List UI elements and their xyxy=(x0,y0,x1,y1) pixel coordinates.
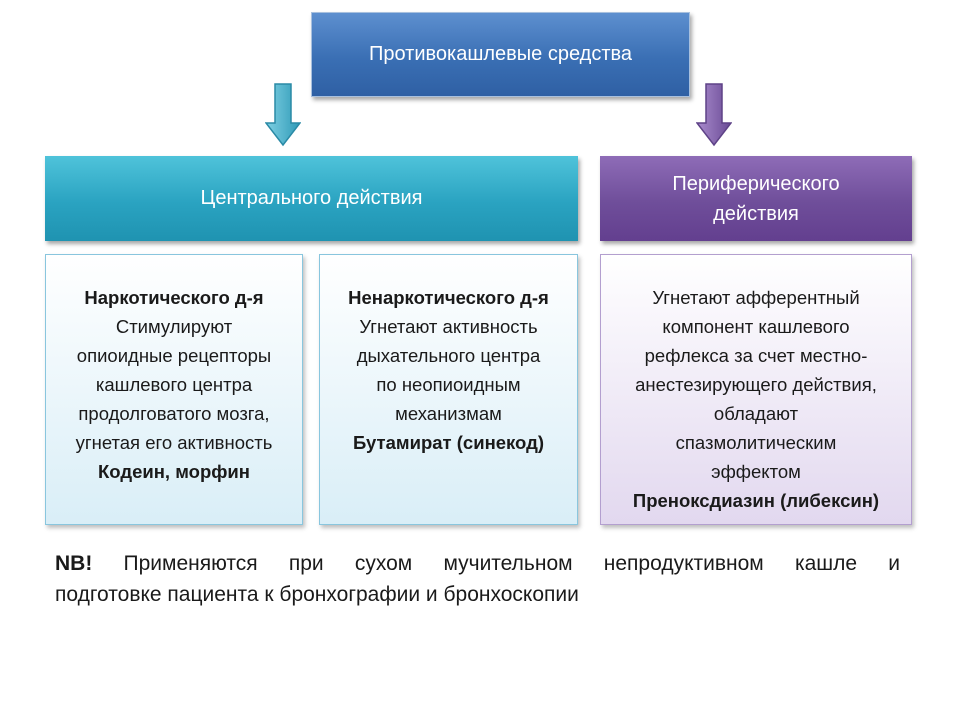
non-narcotic-line: дыхательного центра xyxy=(356,345,541,366)
root-node: Противокашлевые средства xyxy=(311,12,690,97)
non-narcotic-examples: Бутамират (синекод) xyxy=(352,432,545,453)
peripheral-detail-line: компонент кашлевого xyxy=(662,316,850,337)
peripheral-branch-node: Периферического действия xyxy=(600,156,912,241)
peripheral-detail-examples: Преноксдиазин (либексин) xyxy=(632,490,880,511)
narcotic-line: опиоидные рецепторы xyxy=(76,345,272,366)
peripheral-branch-label-line2: действия xyxy=(713,202,799,225)
right-arrow-icon xyxy=(696,83,732,147)
narcotic-examples: Кодеин, морфин xyxy=(98,461,250,482)
narcotic-title: Наркотического д-я xyxy=(84,287,264,308)
peripheral-detail-line: обладают xyxy=(713,403,799,424)
nb-note-line1: NB! Применяются при сухом мучительном не… xyxy=(55,548,900,579)
nb-word: Применяются xyxy=(123,552,258,575)
narcotic-line: продолговатого мозга, xyxy=(78,403,270,424)
narcotic-box: Наркотического д-я Стимулируют опиоидные… xyxy=(45,254,303,525)
nb-word: сухом xyxy=(354,552,413,575)
peripheral-detail-line: рефлекса за счет местно- xyxy=(644,345,868,366)
non-narcotic-line: Угнетают активность xyxy=(359,316,538,337)
nb-note: NB! Применяются при сухом мучительном не… xyxy=(55,548,900,610)
left-arrow-icon xyxy=(265,83,301,147)
nb-word: непродуктивном xyxy=(603,552,764,575)
peripheral-detail-box: Угнетают афферентный компонент кашлевого… xyxy=(600,254,912,525)
peripheral-branch-label-line1: Периферического xyxy=(672,172,840,195)
narcotic-line: кашлевого центра xyxy=(95,374,253,395)
peripheral-detail-line: спазмолитическим xyxy=(675,432,837,453)
central-branch-label: Центрального действия xyxy=(200,187,423,209)
narcotic-line: угнетая его активность xyxy=(75,432,273,453)
nb-label: NB! xyxy=(55,552,93,575)
root-label: Противокашлевые средства xyxy=(368,43,633,65)
narcotic-line: Стимулируют xyxy=(115,316,233,337)
central-branch-node: Центрального действия xyxy=(45,156,578,241)
nb-word: кашле xyxy=(794,552,858,575)
peripheral-detail-line: эффектом xyxy=(711,461,801,482)
non-narcotic-line: по неопиоидным xyxy=(376,374,521,395)
peripheral-detail-line: анестезирующего действия, xyxy=(635,374,877,395)
non-narcotic-title: Ненаркотического д-я xyxy=(348,287,549,308)
nb-word: при xyxy=(288,552,324,575)
non-narcotic-line: механизмам xyxy=(395,403,502,424)
nb-word: и xyxy=(888,552,900,575)
peripheral-detail-line: Угнетают афферентный xyxy=(652,287,860,308)
nb-note-line2: подготовке пациента к бронхографии и бро… xyxy=(55,583,579,606)
non-narcotic-box: Ненаркотического д-я Угнетают активность… xyxy=(319,254,578,525)
nb-word: мучительном xyxy=(443,552,573,575)
